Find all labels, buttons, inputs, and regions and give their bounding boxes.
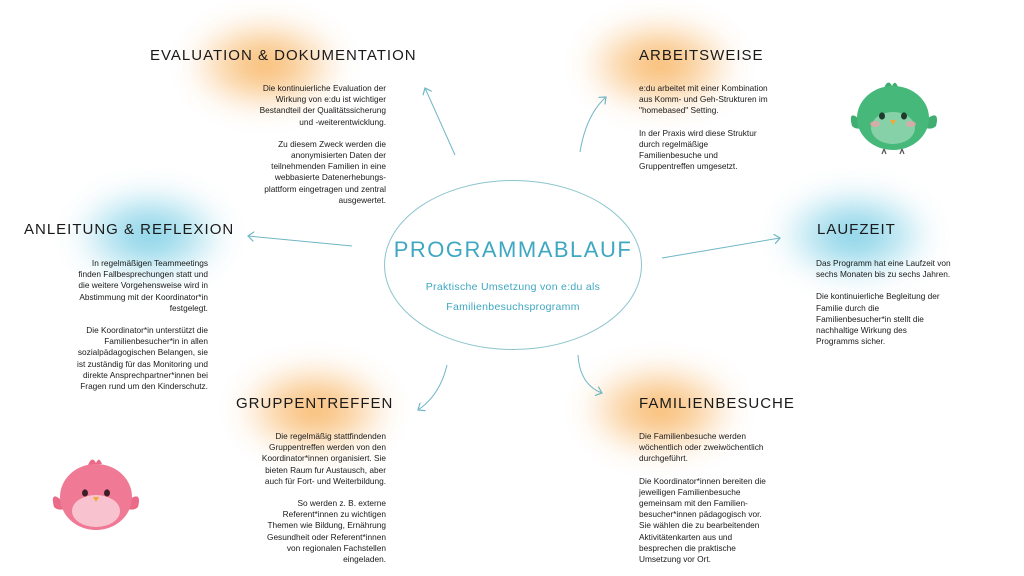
text-gruppentreffen-p2: So werden z. B. externe Referent*innen z… xyxy=(266,498,386,565)
heading-arbeitsweise: ARBEITSWEISE xyxy=(639,47,764,64)
arrow-to-laufzeit xyxy=(661,238,780,259)
text-familienbesuche: Die Familienbesuche werden wöchentlich o… xyxy=(639,431,789,576)
arrow-to-anleitung xyxy=(248,236,353,247)
text-laufzeit: Das Programm hat eine Laufzeit von sechs… xyxy=(816,258,966,358)
text-anleitung: In regelmäßigen Teammeetings finden Fall… xyxy=(58,258,208,403)
text-laufzeit-p2: Die kontinuierliche Begleitung der Famil… xyxy=(816,291,940,347)
green-bird-icon xyxy=(850,82,937,155)
heading-familienbesuche: FAMILIENBESUCHE xyxy=(639,395,795,412)
text-familienbesuche-p1: Die Familienbesuche werden wöchentlich o… xyxy=(639,431,764,464)
text-evaluation-p1: Die kontinuierliche Evaluation der Wirku… xyxy=(259,83,386,127)
text-arbeitsweise: e:du arbeitet mit einer Kombination aus … xyxy=(639,83,789,183)
glow-gruppentreffen xyxy=(240,365,390,455)
arrow-to-arbeitsweise xyxy=(579,97,606,153)
text-evaluation: Die kontinuierliche Evaluation der Wirku… xyxy=(236,83,386,217)
center-title: PROGRAMMABLAUF xyxy=(393,237,633,262)
text-anleitung-p1: In regelmäßigen Teammeetings finden Fall… xyxy=(78,258,208,313)
text-gruppentreffen-p1: Die regelmäßig stattfindenden Gruppentre… xyxy=(261,431,386,486)
text-arbeitsweise-p1: e:du arbeitet mit einer Kombination aus … xyxy=(639,83,768,116)
pink-bird-icon xyxy=(52,459,139,530)
heading-laufzeit: LAUFZEIT xyxy=(817,221,896,238)
glow-familienbesuche xyxy=(585,365,735,455)
heading-gruppentreffen: GRUPPENTREFFEN xyxy=(236,395,394,412)
glow-evaluation xyxy=(190,20,340,110)
text-gruppentreffen: Die regelmäßig stattfindenden Gruppentre… xyxy=(236,431,386,576)
text-anleitung-p2: Die Koordinator*in unterstützt die Famil… xyxy=(77,325,208,392)
center-subtitle-line1: Praktische Umsetzung von e:du als xyxy=(425,281,601,293)
text-familienbesuche-p2: Die Koordinator*innen bereiten die jewei… xyxy=(639,475,766,565)
heading-evaluation: EVALUATION & DOKUMENTATION xyxy=(150,47,417,64)
arrow-to-evaluation xyxy=(425,88,456,156)
center-subtitle-line2: Familienbesuchsprogramm xyxy=(446,301,580,313)
heading-anleitung: ANLEITUNG & REFLEXION xyxy=(24,221,235,238)
text-arbeitsweise-p2: In der Praxis wird diese Struktur durch … xyxy=(639,127,757,172)
center-subtitle: Praktische Umsetzung von e:du als Famili… xyxy=(385,277,641,317)
text-evaluation-p2: Zu diesem Zweck werden die anonymisierte… xyxy=(264,138,386,205)
center-ellipse: PROGRAMMABLAUF Praktische Umsetzung von … xyxy=(384,180,642,350)
arrow-to-familienbesuche xyxy=(577,354,602,393)
glow-laufzeit xyxy=(780,190,930,280)
glow-arbeitsweise xyxy=(585,20,735,110)
arrow-to-gruppentreffen xyxy=(418,364,448,410)
text-laufzeit-p1: Das Programm hat eine Laufzeit von sechs… xyxy=(816,258,951,280)
glow-anleitung xyxy=(75,190,225,280)
